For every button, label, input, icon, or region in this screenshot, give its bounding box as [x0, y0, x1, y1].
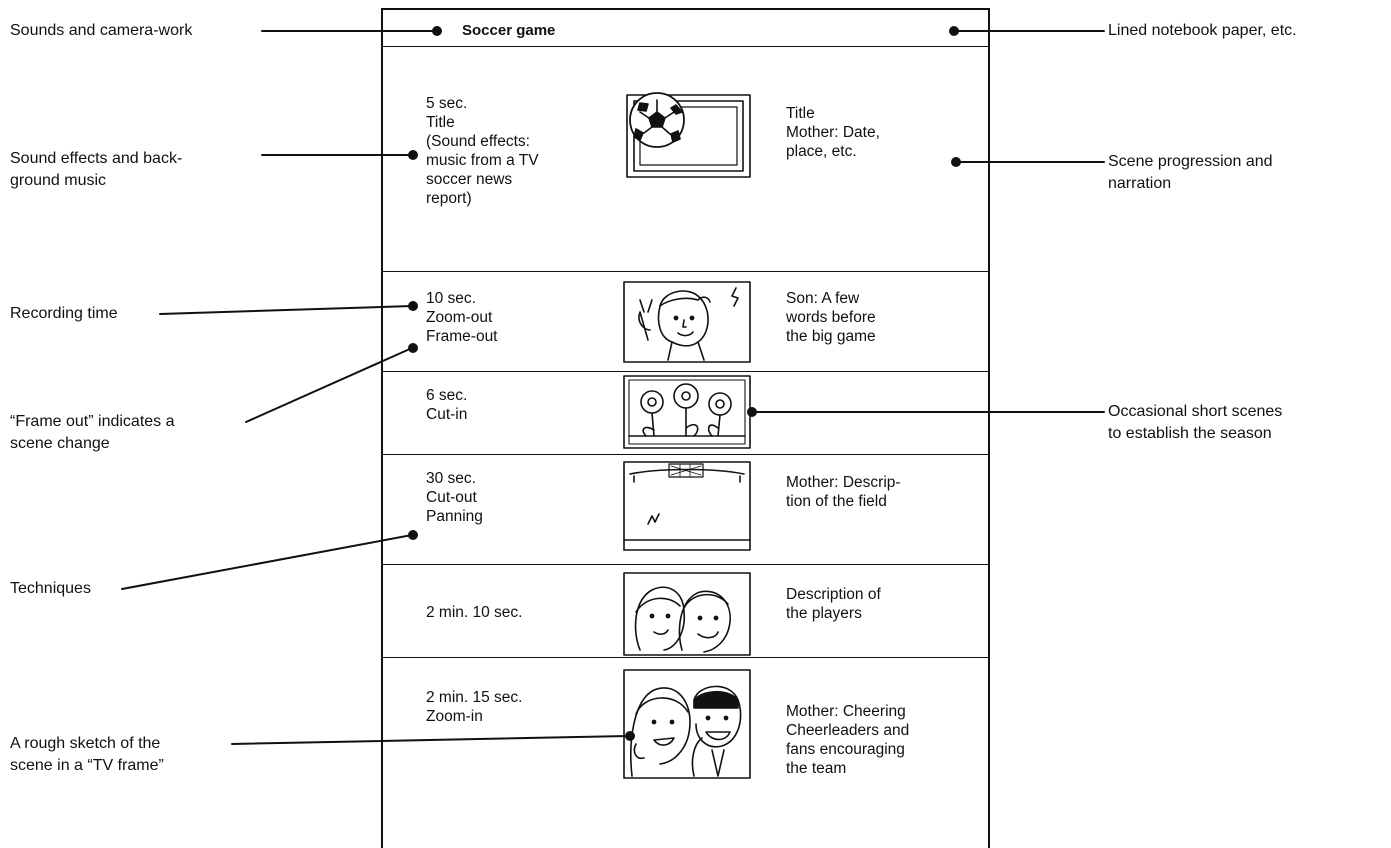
- callout-rough-sketch: A rough sketch of the scene in a “TV fra…: [10, 733, 164, 777]
- row-divider: [381, 46, 990, 47]
- row-3-time: 6 sec. Cut-in: [426, 386, 467, 424]
- storyboard-title: Soccer game: [462, 22, 555, 39]
- row-5-narration: Description of the players: [786, 585, 881, 623]
- row-2-time: 10 sec. Zoom-out Frame-out: [426, 289, 498, 346]
- row-divider: [381, 371, 990, 372]
- callout-sound-effects: Sound effects and back- ground music: [10, 148, 182, 192]
- callout-scene-progression: Scene progression and narration: [1108, 151, 1273, 195]
- row-divider: [381, 564, 990, 565]
- row-6-narration: Mother: Cheering Cheerleaders and fans e…: [786, 702, 909, 778]
- row-divider: [381, 657, 990, 658]
- callout-sounds-camera: Sounds and camera-work: [10, 20, 192, 42]
- callout-techniques: Techniques: [10, 578, 91, 600]
- row-1-narration: Title Mother: Date, place, etc.: [786, 104, 880, 161]
- callout-short-scenes: Occasional short scenes to establish the…: [1108, 401, 1282, 445]
- row-divider: [381, 271, 990, 272]
- row-divider: [381, 454, 990, 455]
- row-1-time: 5 sec. Title (Sound effects: music from …: [426, 94, 539, 208]
- row-4-time: 30 sec. Cut-out Panning: [426, 469, 483, 526]
- row-6-time: 2 min. 15 sec. Zoom-in: [426, 688, 523, 726]
- row-4-narration: Mother: Descrip- tion of the field: [786, 473, 901, 511]
- callout-frame-out: “Frame out” indicates a scene change: [10, 411, 175, 455]
- row-2-narration: Son: A few words before the big game: [786, 289, 876, 346]
- callout-notebook-paper: Lined notebook paper, etc.: [1108, 20, 1297, 42]
- callout-recording-time: Recording time: [10, 303, 118, 325]
- row-5-time: 2 min. 10 sec.: [426, 603, 523, 622]
